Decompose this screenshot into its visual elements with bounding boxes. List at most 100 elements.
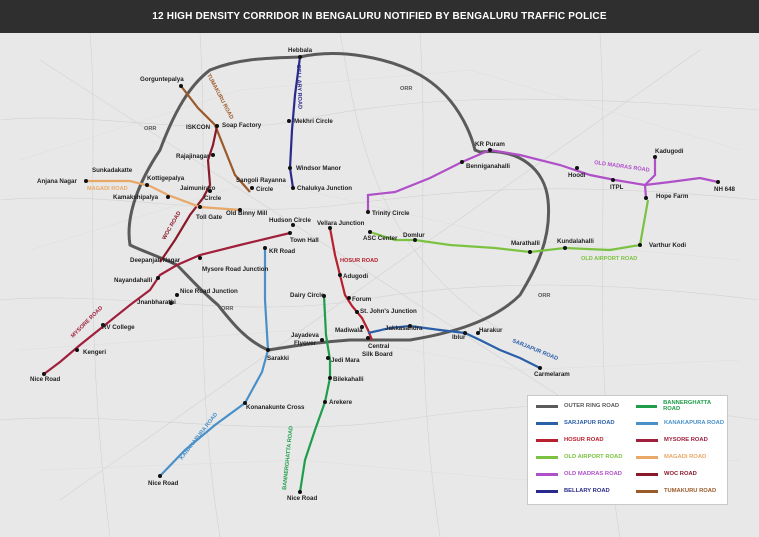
place-hoodi: Hoodi (568, 172, 586, 179)
legend-item: SARJAPUR ROAD (536, 417, 615, 429)
place-labels: Hebbala Gorguntepalya Mekhri Circle ISKC… (30, 47, 736, 502)
legend-swatch (536, 421, 558, 425)
place-konanakunte-cross: Konanakunte Cross (246, 404, 305, 411)
old-madras-road (366, 148, 719, 212)
legend-swatch (536, 472, 558, 476)
place-carmelaram: Carmelaram (534, 371, 570, 378)
legend-label: HOSUR ROAD (564, 437, 604, 443)
magadi-road (86, 179, 241, 212)
place-chalukya-junction: Chalukya Junction (297, 185, 352, 192)
legend-item: KANAKAPURA ROAD (636, 417, 724, 429)
place-domlur: Domlur (403, 232, 425, 239)
place-jnanbharathi: Jnanbharathi (137, 299, 176, 306)
place-kottigepalya: Kottigepalya (147, 175, 185, 182)
old-madras-road-kadugodi (643, 157, 657, 199)
place-kengeri: Kengeri (83, 349, 106, 356)
orr-label-west: ORR (144, 126, 156, 132)
place-hebbala: Hebbala (288, 47, 313, 54)
place-marathalli: Marathalli (511, 240, 540, 247)
old-airport-road (369, 199, 650, 254)
place-flyover: Flyover (294, 340, 317, 347)
legend-label: TUMAKURU ROAD (664, 488, 717, 494)
legend-label: OUTER RING ROAD (564, 403, 620, 409)
place-kr-road: KR Road (269, 248, 295, 255)
legend-label: SARJAPUR ROAD (564, 420, 615, 426)
place-kadugodi: Kadugodi (655, 148, 684, 155)
place-town-hall: Town Hall (290, 237, 319, 244)
bannerghatta-road (298, 295, 332, 493)
place-sangoli-rayanna: Sangoli Rayanna (236, 177, 286, 184)
map-title: 12 HIGH DENSITY CORRIDOR IN BENGALURU NO… (0, 0, 759, 33)
legend-label: MAGADI ROAD (664, 454, 707, 460)
legend-item: MYSORE ROAD (636, 434, 708, 446)
legend-swatch (536, 455, 558, 459)
place-nice-road-southwest: Nice Road (148, 480, 178, 487)
legend-item: TUMAKURU ROAD (636, 485, 716, 497)
legend-swatch (636, 438, 658, 442)
woc-road (159, 125, 219, 263)
orr-label-east: ORR (538, 293, 550, 299)
place-jakkasandra: Jakkasandra (385, 325, 423, 332)
kanakapura-road (159, 248, 270, 477)
place-mekhri-circle: Mekhri Circle (294, 118, 333, 125)
place-adugodi: Adugodi (343, 273, 368, 280)
place-mysore-road-junction: Mysore Road Junction (202, 266, 269, 273)
place-kamakshipalya: Kamakshipalya (113, 194, 159, 201)
corridor-map: BELLARY ROAD TUMAKURU ROAD MAGADI ROAD W… (0, 33, 759, 537)
place-itpl: ITPL (610, 184, 624, 191)
place-anjana-nagar: Anjana Nagar (37, 178, 77, 185)
place-rv-college: RV College (102, 324, 135, 331)
magadi-road-label: MAGADI ROAD (87, 186, 128, 192)
legend-item: HOSUR ROAD (536, 434, 604, 446)
orr-label-southwest: ORR (221, 306, 233, 312)
place-nh648: NH 648 (714, 186, 736, 193)
place-jayadeva: Jayadeva (291, 332, 319, 339)
tumakuru-road-label: TUMAKURU ROAD (205, 73, 234, 120)
place-vellara-junction: Vellara Junction (317, 220, 365, 227)
place-arekere: Arekere (329, 399, 353, 406)
kanakapura-road-label: KANAKAPURA ROAD (179, 412, 219, 461)
place-soap-factory: Soap Factory (222, 122, 262, 129)
legend-label: OLD AIRPORT ROAD (564, 454, 623, 460)
place-hope-farm: Hope Farm (656, 193, 689, 200)
legend-swatch (636, 455, 658, 459)
bellary-road-label: BELLARY ROAD (295, 65, 303, 109)
place-toll-gate: Toll Gate (196, 214, 223, 221)
legend-item: BANNERGHATTA ROAD (636, 400, 727, 412)
legend-label: MYSORE ROAD (664, 437, 708, 443)
legend-swatch (536, 489, 558, 493)
place-kr-puram: KR Puram (475, 141, 505, 148)
place-silk-board: Silk Board (362, 351, 393, 358)
legend-swatch (536, 438, 558, 442)
place-varthur-kodi: Varthur Kodi (649, 242, 686, 249)
place-gorguntepalya: Gorguntepalya (140, 76, 184, 83)
bellary-road (288, 56, 302, 189)
place-dairy-circle: Dairy Circle (290, 292, 325, 299)
place-harakur: Harakur (479, 327, 503, 334)
legend-item: BELLARY ROAD (536, 485, 610, 497)
mysore-road (43, 231, 291, 375)
old-madras-road-label: OLD MADRAS ROAD (594, 160, 650, 174)
legend-swatch (636, 472, 658, 476)
place-central: Central (368, 343, 390, 350)
orr-label-north: ORR (400, 86, 412, 92)
legend-item: OLD AIRPORT ROAD (536, 451, 622, 463)
place-rajajinagar: Rajajinagar (176, 153, 210, 160)
legend-item: MAGADI ROAD (636, 451, 706, 463)
place-sarakki: Sarakki (267, 355, 289, 362)
place-bilekahalli: Bilekahalli (333, 376, 364, 383)
place-old-binny-mill: Old Binny Mill (226, 210, 268, 217)
tumakuru-road (180, 85, 251, 193)
bannerghatta-road-label: BANNERGHATTA ROAD (282, 426, 295, 490)
legend-swatch (536, 404, 558, 408)
legend-label: BANNERGHATTA ROAD (663, 400, 711, 412)
place-windsor-manor: Windsor Manor (296, 165, 342, 172)
place-nayandahalli: Nayandahalli (114, 277, 152, 284)
place-kamakshipalya-circle: Circle (204, 195, 222, 202)
legend-item: OLD MADRAS ROAD (536, 468, 622, 480)
woc-road-label: WOC ROAD (162, 211, 183, 241)
legend-item: OUTER RING ROAD (536, 400, 619, 412)
old-airport-road-label: OLD AIRPORT ROAD (581, 256, 637, 262)
legend-label: OLD MADRAS ROAD (564, 471, 622, 477)
sarjapur-road-label: SARJAPUR ROAD (511, 338, 558, 362)
